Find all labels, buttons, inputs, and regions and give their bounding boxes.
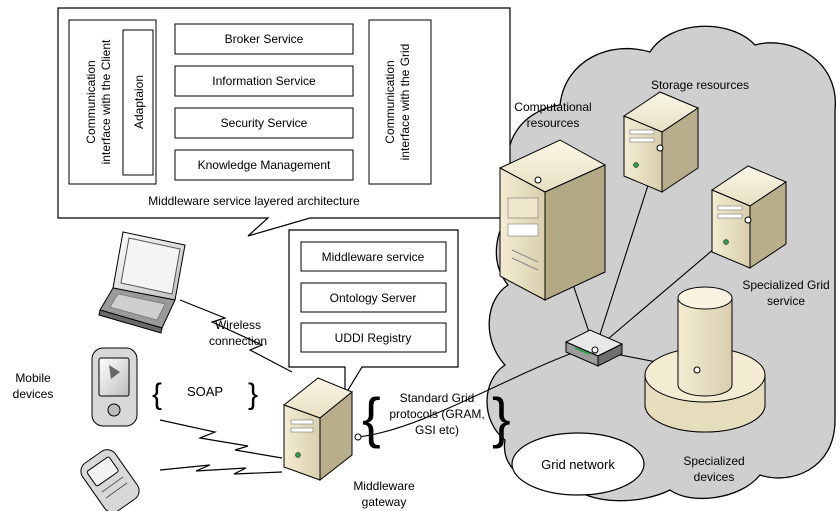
service-label: Security Service bbox=[221, 116, 308, 130]
client-interface-label-1: Communication bbox=[84, 60, 98, 143]
phone-icon bbox=[80, 449, 140, 511]
svg-text:}: } bbox=[248, 378, 258, 411]
gateway-stack-box bbox=[300, 241, 447, 272]
gateway-server-icon bbox=[282, 377, 362, 482]
svg-text:{: { bbox=[362, 386, 381, 449]
soap-label: SOAP bbox=[187, 384, 223, 399]
gateway-label-1: Middleware bbox=[353, 479, 415, 493]
service-box bbox=[174, 107, 354, 139]
wireless-label-1: Wireless bbox=[215, 318, 261, 332]
specialized-service-label-2: service bbox=[767, 294, 805, 308]
computational-label-1: Computational bbox=[514, 100, 591, 114]
gateway-label-2: gateway bbox=[362, 495, 407, 509]
protocol-label-3: GSI etc) bbox=[415, 423, 459, 437]
grid-interface-box bbox=[368, 19, 432, 185]
service-box bbox=[174, 149, 354, 181]
specialized-service-server-icon bbox=[710, 165, 788, 269]
grid-network-label: Grid network bbox=[541, 457, 615, 472]
service-label: Knowledge Management bbox=[198, 158, 331, 172]
grid-network-ellipse: Grid network bbox=[511, 432, 645, 496]
service-label: Information Service bbox=[212, 74, 316, 88]
soap-braces: { } bbox=[152, 378, 258, 411]
wireless-label-2: connection bbox=[209, 334, 267, 348]
protocol-braces: { } bbox=[362, 386, 511, 449]
gateway-stack-label: Middleware service bbox=[322, 250, 425, 264]
pda-icon bbox=[91, 347, 138, 427]
architecture-caption: Middleware service layered architecture bbox=[148, 194, 360, 208]
mobile-label-2: devices bbox=[13, 387, 54, 401]
mobile-label-1: Mobile bbox=[15, 371, 51, 385]
adaptation-label: Adaptaion bbox=[132, 75, 146, 129]
specialized-devices-label-2: devices bbox=[694, 470, 735, 484]
gateway-stack-label: Ontology Server bbox=[330, 291, 417, 305]
computational-server-icon bbox=[498, 139, 607, 301]
gateway-stack-label: UDDI Registry bbox=[335, 331, 412, 345]
protocol-label-2: protocols (GRAM, bbox=[389, 407, 484, 421]
client-interface-label-2: interface with the Client bbox=[99, 39, 113, 164]
specialized-devices-label-1: Specialized bbox=[683, 454, 744, 468]
svg-text:}: } bbox=[492, 386, 511, 449]
laptop-icon bbox=[98, 231, 186, 334]
specialized-service-label-1: Specialized Grid bbox=[742, 278, 829, 292]
storage-label: Storage resources bbox=[651, 78, 749, 92]
computational-label-2: resources bbox=[527, 116, 580, 130]
protocol-label-1: Standard Grid bbox=[400, 391, 475, 405]
gateway-stack-box bbox=[300, 322, 447, 353]
diagram-labels: Wireless connection Mobile devices SOAP … bbox=[13, 78, 830, 509]
wireless-links bbox=[159, 299, 293, 475]
specialized-device-icon bbox=[644, 286, 766, 433]
grid-interface-label-2: interface with the Grid bbox=[398, 44, 412, 161]
gateway-stack-box bbox=[300, 282, 447, 313]
grid-interface-label-1: Communication bbox=[383, 60, 397, 143]
service-box bbox=[174, 23, 354, 55]
adaptation-box bbox=[122, 29, 154, 176]
service-box bbox=[174, 65, 354, 97]
storage-server-icon bbox=[622, 91, 700, 193]
service-label: Broker Service bbox=[225, 32, 304, 46]
router-icon bbox=[564, 329, 624, 367]
svg-text:{: { bbox=[152, 378, 162, 411]
